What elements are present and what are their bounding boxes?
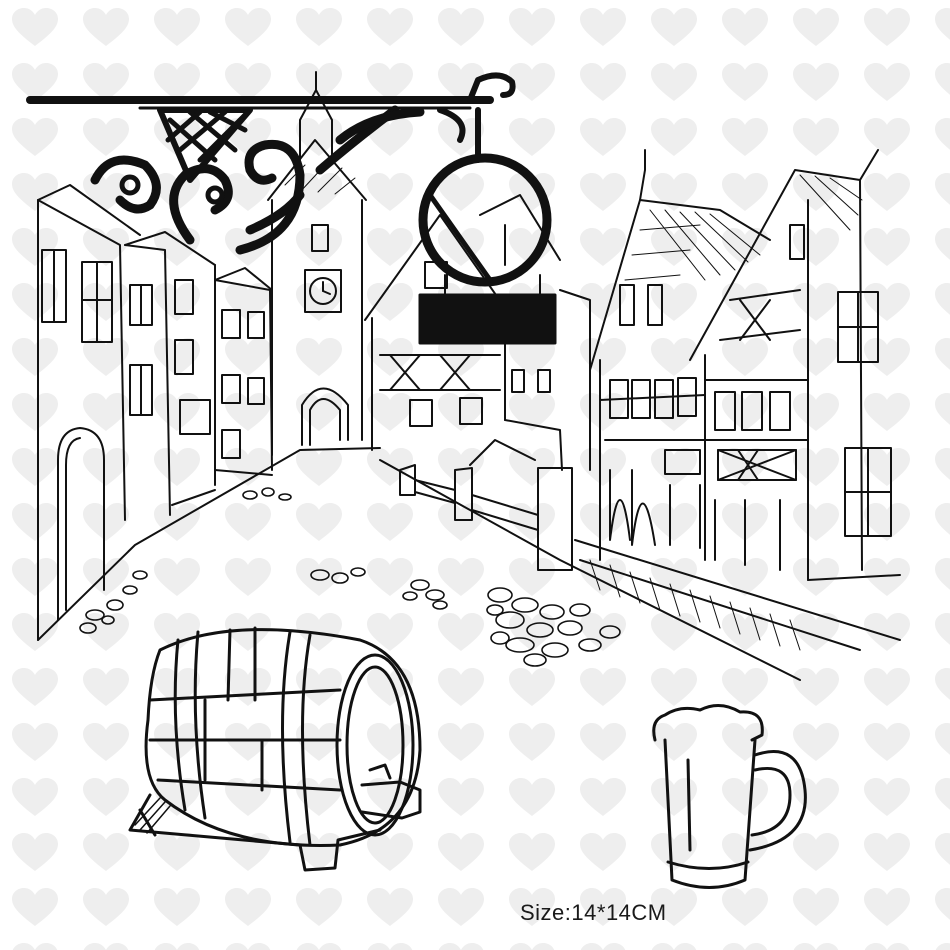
left-buildings xyxy=(37,184,273,641)
hanging-sign xyxy=(26,72,557,345)
right-houses xyxy=(589,149,901,581)
beer-barrel xyxy=(128,626,422,872)
street-ground xyxy=(37,447,901,681)
clock-tower xyxy=(267,71,367,456)
product-size-label: Size:14*14CM xyxy=(520,900,667,925)
beer-mug xyxy=(652,704,807,889)
